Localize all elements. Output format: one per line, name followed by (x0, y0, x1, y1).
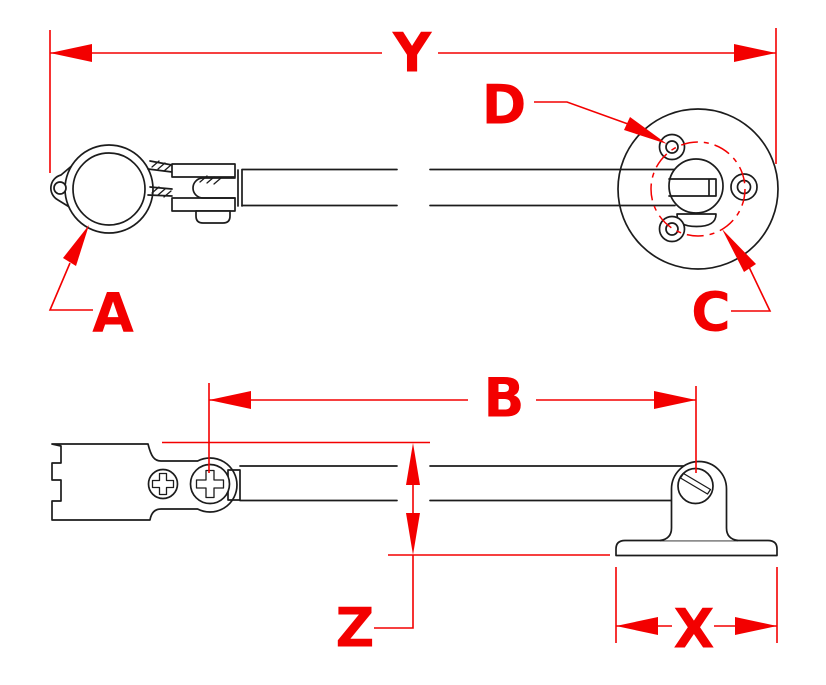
dim-b-label: B (483, 367, 524, 430)
boss-screw-slot (679, 472, 712, 495)
clevis-bottom-prong (171, 197, 236, 212)
clevis-tongue (192, 177, 236, 199)
screw-hole-bottom (658, 215, 686, 243)
dim-x-arrow-left-icon (616, 617, 658, 635)
callout-c-arrow-icon (722, 229, 756, 272)
side-view: B Z X (51, 367, 778, 661)
dim-x-label: X (673, 598, 715, 661)
phillips-icon (195, 469, 225, 499)
callout-d-arrow-icon (624, 117, 667, 144)
ear-hole (53, 181, 67, 195)
dim-y-label: Y (391, 22, 432, 85)
dim-y: Y (49, 22, 777, 173)
clevis-top-prong (171, 163, 236, 178)
arm-left-segment (239, 465, 398, 502)
tongue-thread-hatch-icon (199, 175, 222, 185)
mounting-bracket (51, 443, 238, 521)
screw-hole-top (658, 133, 686, 161)
clamp-studs (147, 160, 173, 197)
dim-x: X (615, 567, 778, 661)
callout-d-leader (534, 101, 629, 125)
callout-d: D (482, 74, 667, 144)
dim-y-arrow-right-icon (734, 44, 776, 62)
callout-c-label: C (691, 281, 731, 344)
callout-a-leader (48, 262, 93, 311)
screw-head (189, 463, 231, 505)
dim-x-arrow-right-icon (735, 617, 777, 635)
deck-base (615, 539, 778, 557)
callout-c-leader (731, 266, 772, 312)
dim-z: Z (162, 441, 610, 660)
dim-z-arrow-down-icon (406, 513, 420, 555)
dim-z-arrow-up-icon (406, 443, 420, 485)
tube-left-segment (241, 168, 398, 207)
top-view: Y A D C (48, 22, 779, 345)
screw-head (147, 468, 179, 500)
arm-right-segment (429, 465, 685, 502)
dim-b: B (208, 367, 697, 473)
screw-hole-inner (665, 140, 679, 154)
dim-b-arrow-right-icon (654, 391, 696, 409)
tube-right-segment (429, 168, 676, 207)
dim-z-label: Z (335, 597, 374, 660)
lock-nut (195, 210, 231, 224)
hub-slot (668, 178, 717, 197)
dim-y-arrow-left-icon (50, 44, 92, 62)
dim-b-arrow-left-icon (209, 391, 251, 409)
bracket-screw-small (147, 468, 179, 500)
callout-a-label: A (92, 282, 134, 345)
dim-z-leader (374, 555, 414, 629)
callout-d-label: D (482, 74, 527, 137)
swivel-hub (668, 158, 724, 214)
phillips-icon (151, 472, 175, 496)
callout-a-arrow-icon (63, 225, 89, 266)
bracket-screw-large (189, 463, 231, 505)
thread-hatch-icon (151, 160, 172, 198)
clamp-ring-inner (72, 152, 146, 226)
callout-a: A (48, 225, 134, 345)
callout-c: C (691, 229, 772, 344)
bolt-circle-centerline (650, 141, 746, 237)
tube-end-cap (237, 169, 243, 207)
